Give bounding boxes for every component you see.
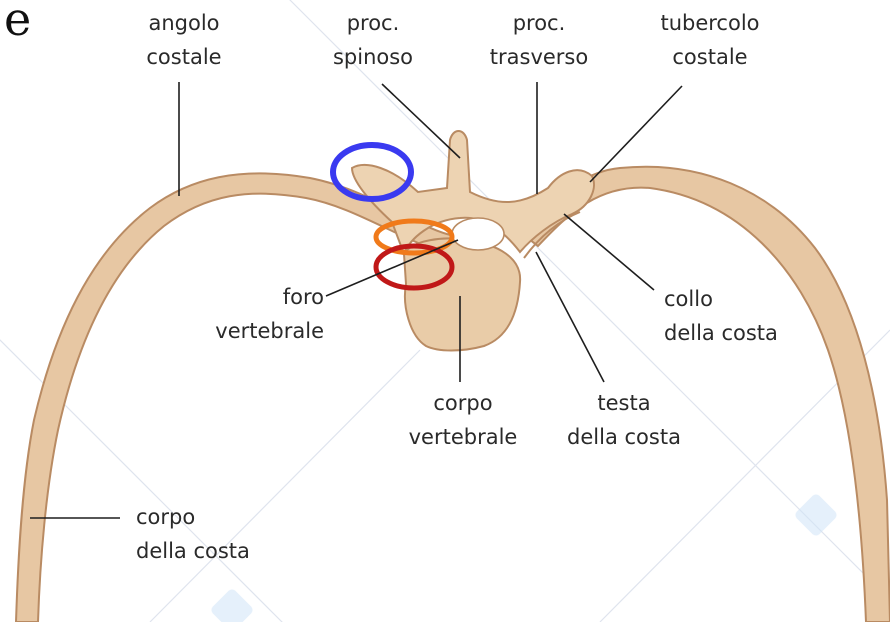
- label-line-1: proc.: [318, 6, 428, 40]
- label-line-1: corpo: [136, 500, 276, 534]
- label-angolo-costale: angolo costale: [132, 6, 236, 74]
- label-line-1: proc.: [484, 6, 594, 40]
- label-line-2: costale: [132, 40, 236, 74]
- label-line-2: della costa: [664, 316, 794, 350]
- label-line-1: angolo: [132, 6, 236, 40]
- label-proc-spinoso: proc. spinoso: [318, 6, 428, 74]
- label-corpo-vertebrale: corpo vertebrale: [404, 386, 522, 454]
- label-line-1: tubercolo: [650, 6, 770, 40]
- label-line-2: trasverso: [484, 40, 594, 74]
- label-testa-della-costa: testa della costa: [554, 386, 694, 454]
- label-tubercolo-costale: tubercolo costale: [650, 6, 770, 74]
- watermark-logo: [209, 492, 838, 622]
- label-line-2: della costa: [136, 534, 276, 568]
- label-line-2: della costa: [554, 420, 694, 454]
- label-collo-della-costa: collo della costa: [664, 282, 794, 350]
- label-line-2: costale: [650, 40, 770, 74]
- label-corpo-della-costa: corpo della costa: [136, 500, 276, 568]
- leader-collo-della-costa: [564, 214, 654, 290]
- leader-testa-della-costa: [536, 252, 604, 382]
- label-line-2: vertebrale: [404, 420, 522, 454]
- corner-letter: e: [4, 0, 31, 46]
- label-line-2: vertebrale: [196, 314, 324, 348]
- label-line-1: collo: [664, 282, 794, 316]
- label-line-2: spinoso: [318, 40, 428, 74]
- label-line-1: foro: [196, 280, 324, 314]
- label-proc-trasverso: proc. trasverso: [484, 6, 594, 74]
- label-line-1: corpo: [404, 386, 522, 420]
- label-line-1: testa: [554, 386, 694, 420]
- vertebral-foramen: [452, 218, 504, 250]
- label-foro-vertebrale: foro vertebrale: [196, 280, 324, 348]
